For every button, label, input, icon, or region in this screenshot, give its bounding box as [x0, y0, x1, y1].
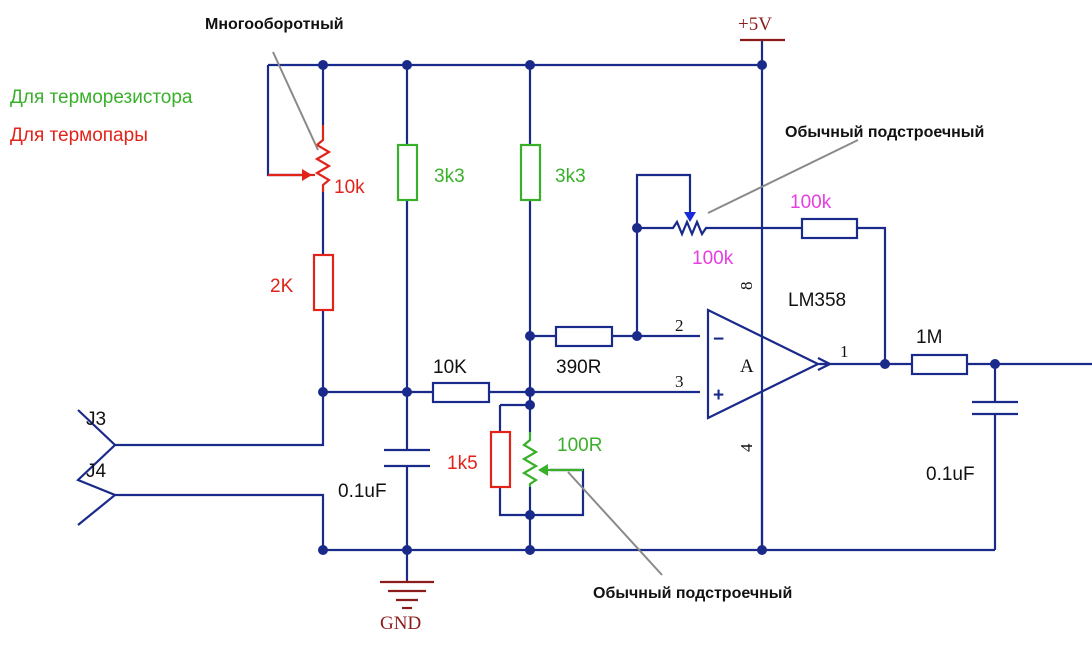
legend-thermocouple: Для термопары: [10, 125, 148, 146]
label-pin-out: 1: [840, 342, 849, 361]
junction-dot: [402, 60, 412, 70]
label-r-3k3-b: 3k3: [555, 166, 586, 187]
wire-100k-to-output: [857, 226, 887, 364]
wire-j4: [115, 493, 325, 550]
annotation-trimmer-top: Обычный подстроечный: [785, 124, 984, 141]
label-r-multiturn: 10k: [334, 177, 365, 198]
trimmer-100r: [521, 432, 583, 487]
label-r-3k3-a: 3k3: [434, 166, 465, 187]
multiturn-potentiometer: [268, 125, 332, 192]
label-opamp-plus: +: [713, 385, 724, 406]
label-vcc: +5V: [738, 14, 772, 35]
ground-symbol: [380, 580, 434, 610]
leader-multiturn: [272, 51, 319, 151]
label-j3: J3: [86, 409, 106, 430]
trimmer-100k: [669, 208, 711, 237]
annotation-multiturn: Многооборотный: [205, 16, 344, 33]
resistor-390r: [554, 325, 614, 348]
legend-thermistor: Для терморезистора: [10, 87, 193, 108]
junction-dot: [525, 387, 535, 397]
label-r-1m: 1M: [916, 327, 942, 348]
label-c-output: 0.1uF: [926, 464, 975, 485]
wire-2k-down: [115, 310, 325, 447]
label-r-100k: 100k: [790, 192, 832, 213]
wires: [115, 40, 1092, 580]
label-r-1k5: 1k5: [447, 453, 478, 474]
label-r-2k: 2K: [270, 276, 294, 297]
label-opamp-part: LM358: [788, 290, 846, 311]
label-trim-100r: 100R: [557, 435, 602, 456]
junction-dot: [402, 545, 412, 555]
opamp-lm358: [706, 308, 833, 420]
label-r-10k: 10K: [433, 357, 467, 378]
junction-dot: [525, 545, 535, 555]
junction-dot: [990, 359, 1000, 369]
connector-j3-j4: [76, 409, 118, 526]
junction-dots: [318, 60, 1000, 555]
label-gnd: GND: [380, 613, 421, 634]
label-c-input: 0.1uF: [338, 481, 387, 502]
wire-feedback-left: [635, 226, 669, 336]
junction-dot: [525, 400, 535, 410]
wire-trimmer-top-loop: [635, 173, 692, 228]
resistor-100k: [800, 217, 859, 240]
label-pin-noninv: 3: [675, 372, 684, 391]
junction-dot: [757, 545, 767, 555]
leader-trimmer-bottom: [567, 471, 663, 576]
label-opamp-minus: −: [713, 329, 724, 350]
resistor-1m: [910, 353, 969, 376]
junction-dot: [632, 331, 642, 341]
label-j4: J4: [86, 461, 107, 482]
label-pin-gnd: 4: [737, 443, 756, 452]
resistor-1k5: [489, 430, 512, 489]
wire-1k5-bottom: [498, 468, 585, 517]
junction-dot: [318, 545, 328, 555]
label-r-390: 390R: [556, 357, 601, 378]
junction-dot: [318, 387, 328, 397]
label-trim-100k: 100k: [692, 248, 734, 269]
labels: Для терморезистора Для термопары Многооб…: [10, 14, 984, 634]
resistor-2k: [312, 253, 335, 312]
junction-dot: [525, 331, 535, 341]
junction-dot: [525, 60, 535, 70]
capacitor-input: [384, 448, 430, 468]
junction-dot: [525, 510, 535, 520]
resistor-3k3-b: [519, 143, 542, 202]
resistor-3k3-a: [396, 143, 419, 202]
junction-dot: [880, 359, 890, 369]
label-opamp-unit: A: [740, 356, 754, 377]
label-pin-vcc: 8: [737, 282, 756, 291]
annotation-trimmer-bottom: Обычный подстроечный: [593, 585, 792, 602]
label-pin-inv: 2: [675, 316, 684, 335]
junction-dot: [757, 60, 767, 70]
junction-dot: [318, 60, 328, 70]
junction-dot: [632, 223, 642, 233]
leader-trimmer-top: [707, 139, 859, 214]
resistor-10k: [431, 381, 491, 404]
capacitor-output: [972, 400, 1018, 416]
junction-dot: [402, 387, 412, 397]
